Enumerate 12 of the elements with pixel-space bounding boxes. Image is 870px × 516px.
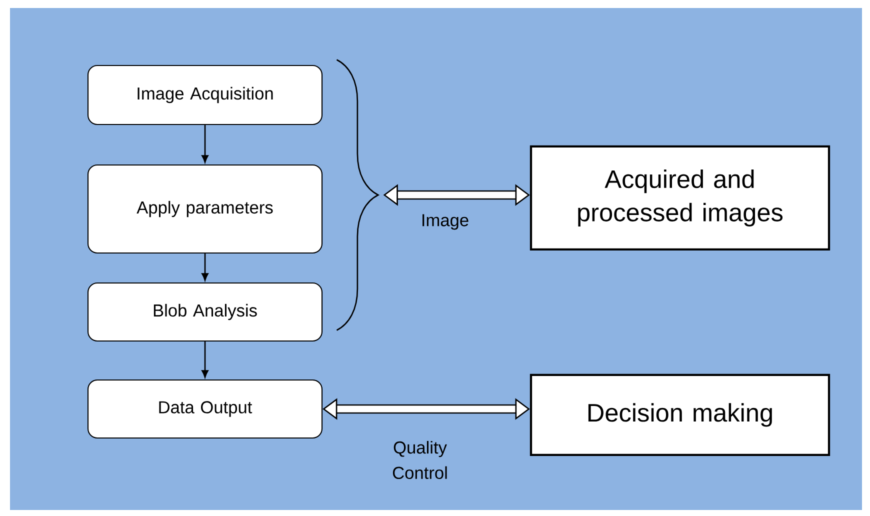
process-box: Apply parameters — [87, 164, 323, 254]
process-box: Image Acquisition — [87, 64, 323, 126]
process-box: Data Output — [87, 379, 323, 439]
arrow — [202, 342, 208, 378]
process-box: Blob Analysis — [87, 282, 323, 342]
output-box: Acquired and processed images — [530, 145, 830, 251]
output-box: Decision making — [530, 374, 830, 456]
arrow — [202, 125, 208, 163]
brace — [336, 59, 379, 331]
edge-label: Quality Control — [392, 440, 447, 480]
edge-label: Image — [422, 214, 468, 230]
arrow — [202, 254, 208, 281]
